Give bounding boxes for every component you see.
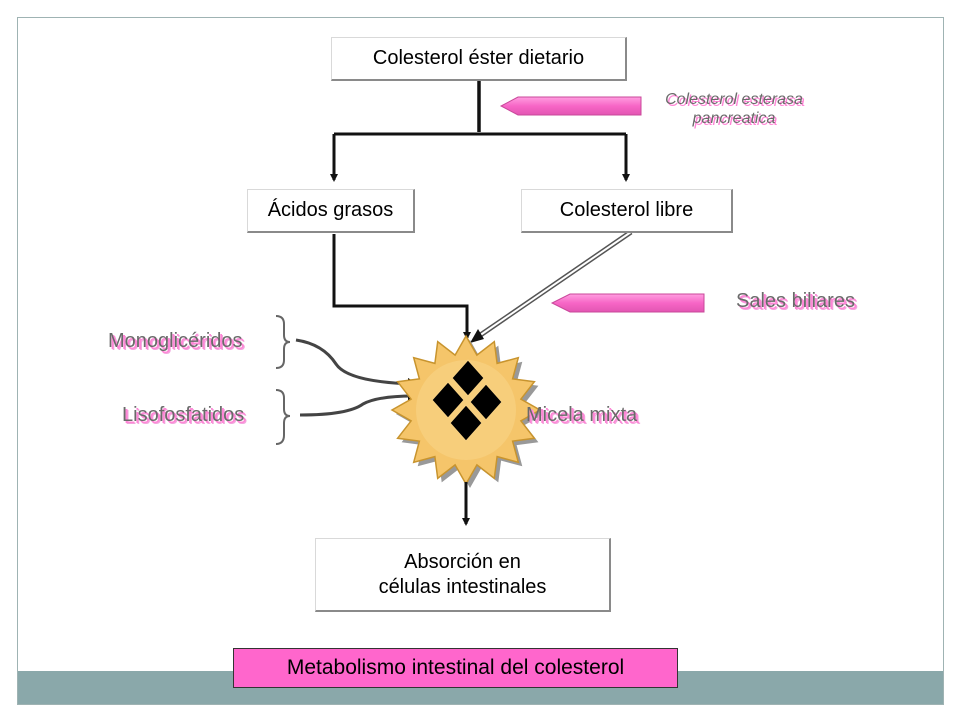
node-colesterol-libre: Colesterol libre	[521, 189, 733, 233]
node-colesterol-ester: Colesterol éster dietario	[331, 37, 627, 81]
enzyme-label: Colesterol esterasa pancreatica	[665, 91, 803, 128]
bile-salts-arrow	[550, 293, 705, 313]
sales-biliares-label: Sales biliares	[736, 290, 855, 312]
monogliceridos-label: Monoglicéridos	[108, 330, 243, 352]
lisofosfatidos-label: Lisofosfatidos	[122, 404, 245, 426]
node-acidos-grasos: Ácidos grasos	[247, 189, 415, 233]
lisofosfatidos-brace	[275, 389, 291, 445]
slide: Colesterol éster dietario Ácidos grasos …	[17, 17, 944, 705]
monogliceridos-brace	[275, 315, 291, 369]
fatty-acids-arrow	[332, 234, 471, 340]
diagram-connectors	[275, 80, 705, 526]
lisofosfatidos-arrow	[299, 394, 414, 417]
node-absorcion: Absorción en células intestinales	[315, 538, 611, 612]
slide-title: Metabolismo intestinal del colesterol	[233, 648, 678, 688]
split-connector	[330, 80, 630, 182]
monogliceridos-arrow	[295, 338, 414, 386]
free-cholesterol-arrow	[470, 229, 633, 343]
micela-mixta-label: Micela mixta	[526, 404, 638, 426]
enzyme-arrow	[499, 96, 642, 116]
micela-mixta-icon	[390, 334, 544, 488]
